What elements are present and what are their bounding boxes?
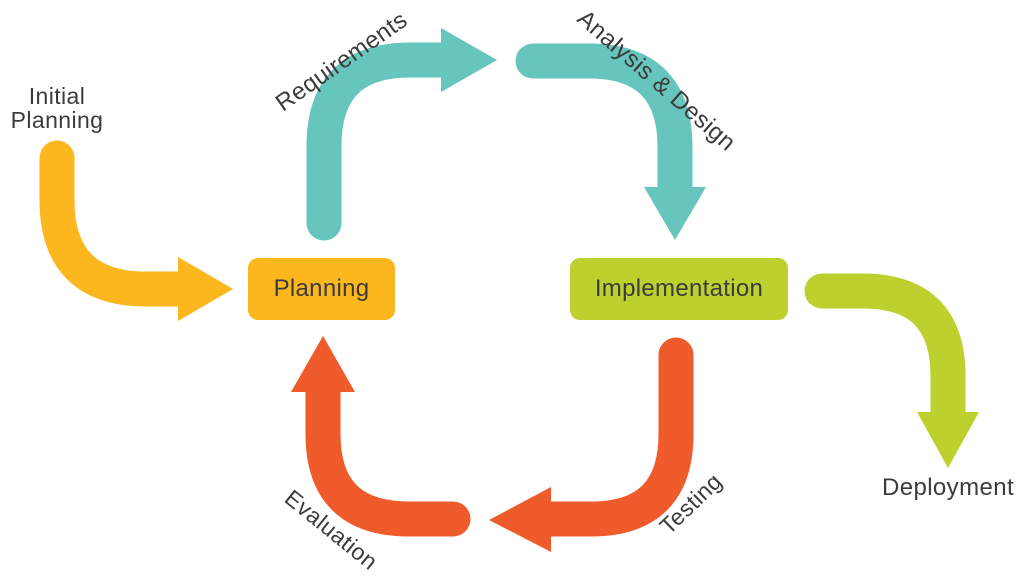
testing-arrow	[489, 337, 694, 552]
analysis-design-arrow	[515, 43, 706, 240]
requirements-arrow-stem	[306, 42, 460, 241]
testing-arrow-stem	[534, 337, 694, 537]
initial-planning-arrow-stem	[39, 140, 196, 307]
initial-planning-arrowhead-icon	[178, 257, 233, 321]
implementation-box: Implementation	[570, 258, 788, 320]
deployment-arrow-stem	[804, 273, 966, 431]
deployment-label: Deployment	[881, 474, 1015, 501]
deployment-arrow	[804, 273, 979, 468]
analysis-design-arrowhead-icon	[644, 187, 706, 240]
initial-planning-label-line2: Planning	[10, 107, 104, 133]
initial-planning-arrow	[39, 140, 233, 321]
requirements-arrow	[306, 28, 497, 241]
initial-planning-label: Initial Planning	[11, 84, 104, 132]
requirements-arrowhead-icon	[441, 28, 497, 92]
implementation-box-label: Implementation	[594, 275, 764, 302]
evaluation-arrowhead-icon	[291, 336, 355, 392]
planning-box-label: Planning	[273, 275, 370, 302]
initial-planning-label-line1: Initial	[28, 83, 86, 109]
evaluation-arrow-stem	[305, 374, 471, 537]
deployment-arrowhead-icon	[917, 412, 979, 468]
evaluation-arrow	[291, 336, 471, 537]
testing-arrowhead-icon	[489, 487, 551, 552]
planning-box: Planning	[248, 258, 395, 320]
analysis-design-arrow-stem	[515, 43, 693, 206]
